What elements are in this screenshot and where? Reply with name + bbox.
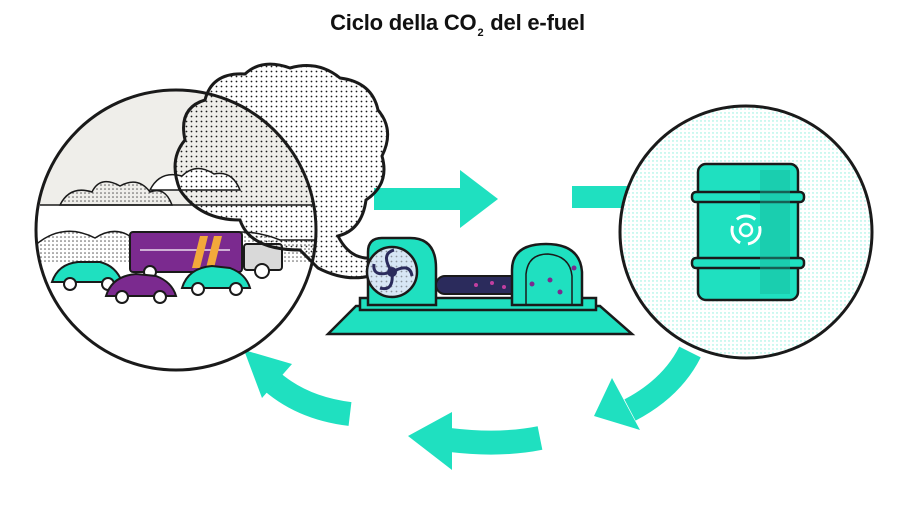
title-suffix: del e-fuel <box>484 10 585 35</box>
title-subscript: 2 <box>477 27 484 39</box>
return-arrow-bottom <box>408 412 543 470</box>
return-arrow-left <box>244 350 352 426</box>
e-fuel-barrel-icon <box>618 104 874 360</box>
title-prefix: Ciclo della CO <box>330 10 477 35</box>
top-arrow-to-plant <box>374 170 498 228</box>
top-arrow-to-barrel <box>572 186 632 208</box>
co2-capture-plant-icon <box>324 236 636 336</box>
swirl-logo-icon <box>730 214 762 246</box>
diagram-title: Ciclo della CO2 del e-fuel <box>0 10 915 39</box>
co2-cloud-icon <box>173 62 390 280</box>
return-arrow-right <box>594 346 701 430</box>
